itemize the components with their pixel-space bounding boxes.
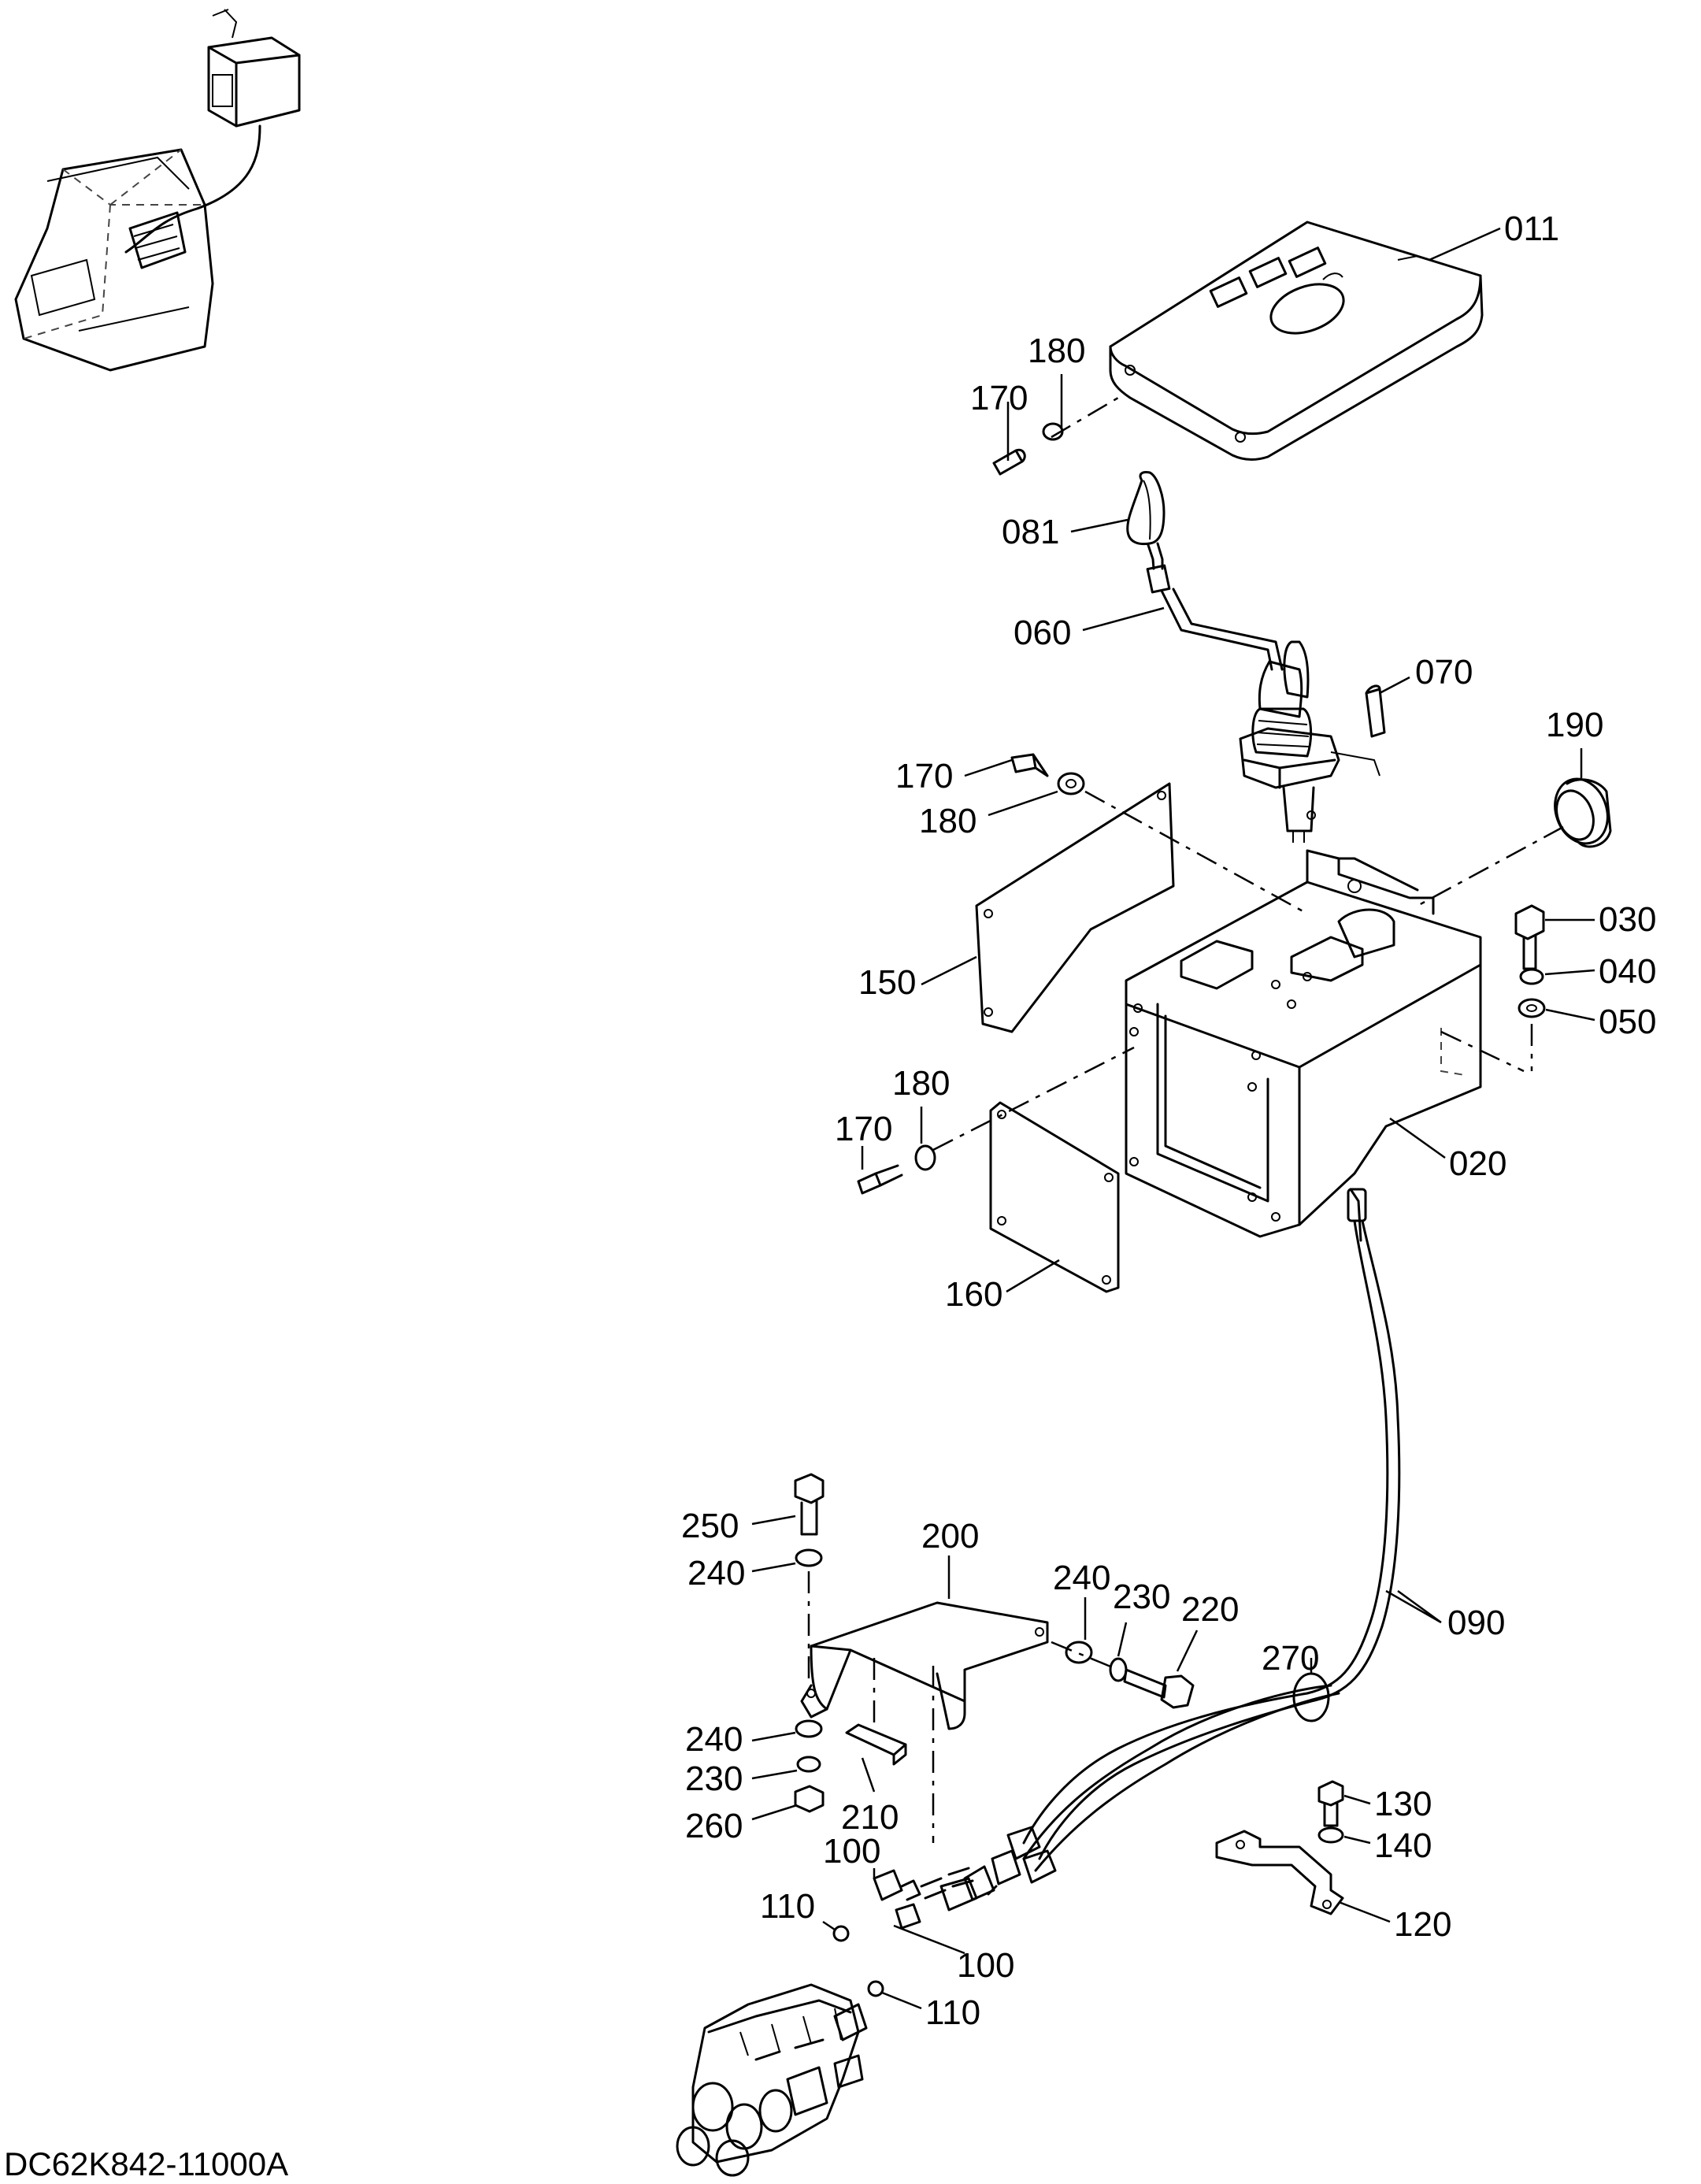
label-130: 130 <box>1374 1785 1432 1823</box>
label-030: 030 <box>1599 900 1656 939</box>
label-120: 120 <box>1394 1905 1451 1944</box>
label-240: 240 <box>1053 1559 1110 1597</box>
part-160-cover-plate <box>989 1101 1120 1293</box>
washer-240-c <box>795 1719 823 1738</box>
label-180: 180 <box>892 1064 950 1103</box>
label-160: 160 <box>945 1275 1002 1314</box>
label-140: 140 <box>1374 1826 1432 1865</box>
label-240: 240 <box>687 1554 745 1593</box>
label-040: 040 <box>1599 952 1656 991</box>
label-250: 250 <box>681 1507 739 1545</box>
part-labels: 011 180 170 081 060 070 190 170 180 030 … <box>681 210 1656 2032</box>
label-210: 210 <box>841 1798 899 1837</box>
part-200-guard <box>800 1601 1049 1730</box>
bolt-030 <box>1514 904 1545 970</box>
joystick-base <box>1239 640 1340 843</box>
part-081-knob <box>1126 471 1166 546</box>
label-170: 170 <box>895 757 953 795</box>
bolt-170-mid <box>1010 753 1049 777</box>
nut-260 <box>794 1785 825 1813</box>
label-180: 180 <box>919 802 976 840</box>
washer-180-low <box>914 1144 936 1171</box>
bolt-170-top <box>992 448 1026 476</box>
washer-180-top <box>1042 422 1064 441</box>
label-270: 270 <box>1262 1639 1319 1678</box>
label-150: 150 <box>858 963 916 1002</box>
label-110: 110 <box>760 1887 815 1926</box>
fittings-100-110 <box>832 1867 974 1997</box>
label-180: 180 <box>1028 332 1085 370</box>
bolt-070 <box>1365 684 1386 738</box>
label-240: 240 <box>685 1720 743 1759</box>
label-011: 011 <box>1504 210 1559 248</box>
washer-240-a <box>795 1548 823 1567</box>
document-id: DC62K842-11000A <box>4 2145 288 2182</box>
label-081: 081 <box>1002 513 1059 551</box>
label-230: 230 <box>1113 1578 1170 1616</box>
label-060: 060 <box>1014 614 1071 652</box>
control-valve <box>676 1983 868 2177</box>
label-050: 050 <box>1599 1003 1656 1041</box>
washer-230-b <box>796 1756 821 1773</box>
label-110: 110 <box>925 1993 980 2032</box>
label-260: 260 <box>685 1807 743 1845</box>
washer-140 <box>1317 1826 1344 1844</box>
part-020-bracket <box>1125 849 1482 1238</box>
label-200: 200 <box>921 1517 979 1555</box>
part-190-grommet <box>1554 777 1612 848</box>
label-100: 100 <box>957 1946 1014 1985</box>
washer-230-a <box>1109 1657 1128 1682</box>
label-100: 100 <box>823 1832 880 1871</box>
label-090: 090 <box>1447 1604 1505 1642</box>
bolt-250 <box>794 1473 825 1536</box>
part-120-bracket <box>1215 1830 1344 1915</box>
washer-240-b <box>1065 1641 1093 1664</box>
part-090-hoses <box>939 1188 1401 1911</box>
bolt-170-low <box>857 1164 903 1195</box>
part-060-lever <box>1146 542 1284 671</box>
key-210 <box>845 1723 907 1766</box>
bolt-130 <box>1317 1780 1344 1827</box>
washer-050 <box>1518 998 1546 1018</box>
label-170: 170 <box>835 1110 892 1148</box>
label-020: 020 <box>1449 1144 1506 1183</box>
label-230: 230 <box>685 1759 743 1798</box>
part-011-cover <box>1109 221 1484 461</box>
label-170: 170 <box>970 379 1028 417</box>
part-150-plate <box>975 782 1175 1033</box>
label-220: 220 <box>1181 1590 1239 1629</box>
label-190: 190 <box>1546 706 1603 744</box>
overview-thumbnail <box>14 9 301 372</box>
washer-040 <box>1519 968 1544 985</box>
label-070: 070 <box>1415 653 1473 692</box>
bolt-220 <box>1123 1668 1195 1709</box>
washer-180-mid <box>1057 772 1085 795</box>
